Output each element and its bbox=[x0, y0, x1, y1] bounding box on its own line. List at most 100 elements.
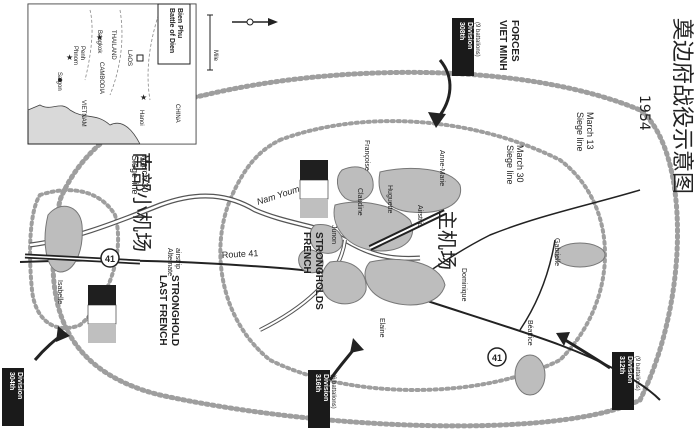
french-flag-central bbox=[299, 160, 329, 218]
label-gabrielle: Gabrielle bbox=[553, 238, 560, 266]
svg-text:Huguette: Huguette bbox=[386, 185, 393, 214]
inset-star-hanoi: ★ bbox=[140, 93, 147, 102]
inset-label-phnom-penh: Phnom Penh bbox=[72, 46, 85, 65]
svg-text:Division: Division bbox=[626, 356, 633, 383]
svg-text:Alternate: Alternate bbox=[166, 248, 173, 276]
route-41-shield-west: 41 bbox=[100, 248, 120, 268]
label-airstrip: Airstrip bbox=[416, 205, 423, 227]
svg-text:Division: Division bbox=[16, 372, 23, 399]
stronghold-beatrice-area bbox=[514, 354, 546, 396]
svg-text:Hanoi: Hanoi bbox=[138, 110, 144, 126]
label-304th: 304th Division bbox=[8, 372, 23, 399]
svg-text:March 30: March 30 bbox=[515, 145, 525, 183]
svg-text:(6 battalions): (6 battalions) bbox=[330, 374, 336, 409]
inset-title: Battle of Dien Bien Phu bbox=[168, 8, 183, 53]
label-last-french-stronghold: LAST FRENCH STRONGHOLD bbox=[157, 275, 180, 346]
label-siege-line-march30-east: Siege line March 30 bbox=[505, 145, 525, 185]
stronghold-gabrielle-area bbox=[554, 242, 606, 268]
svg-text:Airstrip: Airstrip bbox=[416, 205, 423, 227]
svg-text:南部小机场: 南部小机场 bbox=[130, 152, 154, 252]
map-year: 1954 bbox=[636, 95, 652, 131]
label-beatrice: Béatrice bbox=[526, 320, 533, 346]
alternate-airstrip-inner bbox=[24, 255, 141, 263]
label-siege-line-march13: Siege line March 13 bbox=[575, 112, 595, 152]
svg-text:LAOS: LAOS bbox=[126, 50, 132, 66]
inset-star-bangkok: ★ bbox=[96, 33, 103, 42]
svg-text:VIETNAM: VIETNAM bbox=[80, 100, 86, 127]
inset-map: Battle of Dien Bien Phu CHINA LAOS THAIL… bbox=[27, 3, 197, 145]
svg-text:STRONGHOLD: STRONGHOLD bbox=[169, 275, 180, 346]
french-flag-last-stronghold bbox=[87, 285, 117, 343]
label-route-41: Route 41 bbox=[222, 248, 259, 260]
svg-text:Division: Division bbox=[466, 22, 473, 49]
label-312th: 312th Division (9 battalions) bbox=[618, 356, 640, 391]
svg-text:Bien Phu: Bien Phu bbox=[176, 8, 183, 38]
svg-text:308th: 308th bbox=[458, 22, 465, 40]
inset-dot-saigon bbox=[58, 78, 62, 82]
svg-text:316th: 316th bbox=[314, 374, 321, 392]
inset-label-laos: LAOS bbox=[126, 50, 132, 66]
svg-text:FORCES: FORCES bbox=[509, 20, 520, 62]
svg-text:Dominique: Dominique bbox=[460, 268, 467, 302]
label-316th: 316th Division (6 battalions) bbox=[314, 374, 336, 409]
svg-text:Siege line: Siege line bbox=[130, 155, 140, 195]
box-312th bbox=[612, 352, 634, 410]
svg-text:41: 41 bbox=[492, 353, 502, 363]
svg-text:41: 41 bbox=[105, 254, 115, 264]
inset-borders bbox=[84, 9, 161, 101]
label-claudine: Claudine bbox=[356, 188, 363, 216]
label-elaine: Elaine bbox=[378, 318, 385, 338]
svg-text:Françoise: Françoise bbox=[363, 140, 370, 171]
svg-text:Isabelle: Isabelle bbox=[56, 280, 63, 304]
svg-text:(9 battalions): (9 battalions) bbox=[634, 356, 640, 391]
label-huguette: Huguette bbox=[386, 185, 393, 214]
svg-text:LAST FRENCH: LAST FRENCH bbox=[157, 275, 168, 346]
label-308th: 308th Division (9 battalions) bbox=[458, 22, 480, 57]
arrow-312th bbox=[556, 332, 611, 370]
stronghold-francoise-area bbox=[337, 166, 374, 202]
stronghold-claudine-area bbox=[309, 223, 343, 254]
stronghold-junon-area bbox=[298, 249, 324, 274]
box-308th bbox=[452, 18, 474, 76]
stronghold-elaine-area bbox=[321, 260, 367, 305]
inset-label-bangkok: Bangkok bbox=[96, 30, 102, 54]
inset-dien-bien-phu-marker bbox=[136, 54, 144, 62]
arrow-316th bbox=[328, 338, 364, 381]
label-nam-youm: Nam Youm bbox=[256, 184, 302, 207]
inset-label-vietnam: VIETNAM bbox=[80, 100, 86, 127]
box-304th bbox=[2, 368, 24, 426]
svg-text:THAILAND: THAILAND bbox=[110, 30, 116, 60]
svg-text:airstrip: airstrip bbox=[174, 248, 181, 269]
scale-bar: Mile bbox=[207, 14, 218, 71]
svg-text:STRONGHOLDS: STRONGHOLDS bbox=[313, 232, 324, 310]
svg-text:CAMBODIA: CAMBODIA bbox=[98, 62, 104, 94]
river-nam-youm-inner bbox=[29, 194, 421, 260]
river-branch-inner bbox=[259, 239, 346, 331]
svg-text:(9 battalions): (9 battalions) bbox=[474, 22, 480, 57]
label-alternate-airstrip: Alternate airstrip bbox=[166, 248, 181, 276]
road-east bbox=[519, 239, 556, 331]
svg-text:Gabrielle: Gabrielle bbox=[553, 238, 560, 266]
svg-text:VIET MINH: VIET MINH bbox=[497, 20, 508, 71]
inset-label-thailand: THAILAND bbox=[110, 30, 116, 60]
main-airstrip-inner bbox=[369, 211, 446, 249]
svg-text:Siege line: Siege line bbox=[505, 145, 515, 185]
north-arrow-icon bbox=[232, 18, 278, 26]
inset-land bbox=[27, 3, 197, 145]
inset-star-phnom-penh: ★ bbox=[66, 53, 73, 62]
arrow-304th bbox=[33, 326, 70, 361]
label-south-airfield-cn: 南部小机场 bbox=[130, 152, 154, 252]
inset-label-china: CHINA bbox=[174, 104, 180, 123]
inset-label-cambodia: CAMBODIA bbox=[98, 62, 104, 94]
stronghold-anne-marie-area bbox=[378, 168, 462, 214]
svg-text:Anne-Marie: Anne-Marie bbox=[438, 150, 445, 186]
label-main-airfield-cn: 主机场 bbox=[435, 210, 459, 270]
inset-label-hanoi: Hanoi bbox=[138, 110, 144, 126]
siege-line-march30 bbox=[218, 119, 607, 392]
svg-text:March 13: March 13 bbox=[585, 112, 595, 150]
label-dominique: Dominique bbox=[460, 268, 467, 302]
svg-text:Siege line: Siege line bbox=[575, 112, 585, 152]
svg-text:FRENCH: FRENCH bbox=[301, 232, 312, 274]
svg-text:1954: 1954 bbox=[636, 95, 652, 131]
